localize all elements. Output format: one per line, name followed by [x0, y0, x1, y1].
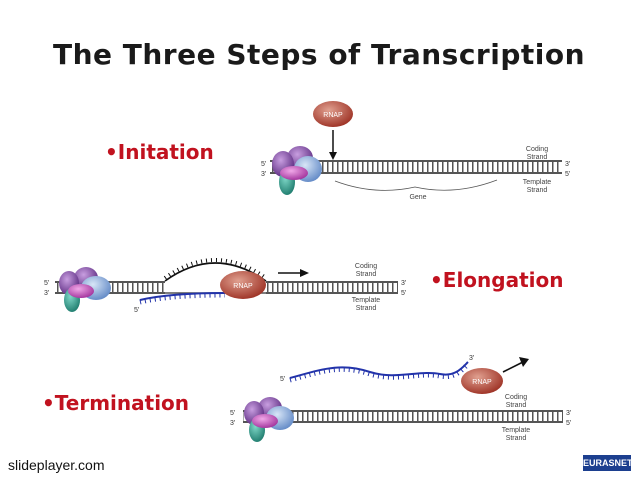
termination-release-arrow: [502, 357, 529, 373]
initiation-template-strand-l1: Template: [523, 179, 552, 186]
gene-bracket: [334, 179, 498, 191]
termination-protein-complex: [244, 397, 294, 442]
elongation-3prime-bottom: 3': [44, 290, 49, 297]
termination-rna-5prime: 5': [280, 376, 285, 383]
eurasnet-logo: EURASNET: [583, 455, 633, 471]
elongation-rna-5prime: 5': [134, 307, 139, 314]
step-elongation-label: •Elongation: [430, 268, 564, 292]
initiation-template-strand-l2: Strand: [527, 187, 548, 194]
elongation-coding-strand-l2: Strand: [356, 271, 377, 278]
elongation-3prime-top: 3': [401, 280, 406, 287]
elongation-nascent-rna: [139, 292, 226, 305]
initiation-rnap: RNAP: [313, 101, 353, 127]
elongation-5prime-top: 5': [44, 280, 49, 287]
elongation-protein-complex: [59, 267, 111, 312]
termination-5prime-bottom: 5': [566, 420, 571, 427]
gene-label: Gene: [409, 194, 426, 201]
slide-title: The Three Steps of Transcription: [52, 38, 586, 71]
termination-dna-duplex: [243, 410, 563, 423]
termination-rnap: RNAP: [461, 368, 503, 394]
termination-released-rna: [289, 361, 470, 383]
initiation-protein-complex: [272, 146, 322, 195]
initiation-dna-duplex: [270, 160, 562, 174]
termination-3prime-top: 3': [566, 410, 571, 417]
elongation-template-strand-l1: Template: [352, 297, 381, 304]
termination-template-strand-l1: Template: [502, 427, 531, 434]
termination-coding-strand-l2: Strand: [506, 402, 527, 409]
termination-template-strand-l2: Strand: [506, 435, 527, 442]
initiation-binding-arrow: [329, 130, 337, 160]
termination-5prime-top: 5': [230, 410, 235, 417]
initiation-3prime-bottom: 3': [261, 171, 266, 178]
termination-rnap-label: RNAP: [472, 379, 492, 386]
elongation-rnap: RNAP: [220, 271, 266, 299]
initiation-5prime-top: 5': [261, 161, 266, 168]
step-termination-label: •Termination: [42, 391, 190, 415]
elongation-panel: 5' 5' 3' 3' 5' RNAP Coding Strand: [44, 258, 406, 314]
initiation-coding-strand-l1: Coding: [526, 146, 548, 153]
termination-3prime-bottom: 3': [230, 420, 235, 427]
initiation-panel: 5' 3' 3' 5' RNAP Gene Coding Strand Temp…: [261, 101, 570, 201]
initiation-3prime-top: 3': [565, 161, 570, 168]
elongation-template-strand-l2: Strand: [356, 305, 377, 312]
termination-rna-3prime: 3': [469, 355, 474, 362]
elongation-5prime-bottom: 5': [401, 290, 406, 297]
elongation-coding-strand-l1: Coding: [355, 263, 377, 270]
watermark-text: slideplayer.com: [8, 457, 105, 473]
elongation-rnap-label: RNAP: [233, 283, 253, 290]
termination-panel: 5' 3' RNAP 5' 3': [230, 355, 571, 442]
initiation-5prime-bottom: 5': [565, 171, 570, 178]
elongation-dna-right: [266, 281, 398, 294]
step-initiation-label: •Initation: [105, 140, 214, 164]
initiation-coding-strand-l2: Strand: [527, 154, 548, 161]
elongation-direction-arrow: [278, 269, 309, 277]
initiation-rnap-label: RNAP: [323, 112, 343, 119]
termination-coding-strand-l1: Coding: [505, 394, 527, 401]
